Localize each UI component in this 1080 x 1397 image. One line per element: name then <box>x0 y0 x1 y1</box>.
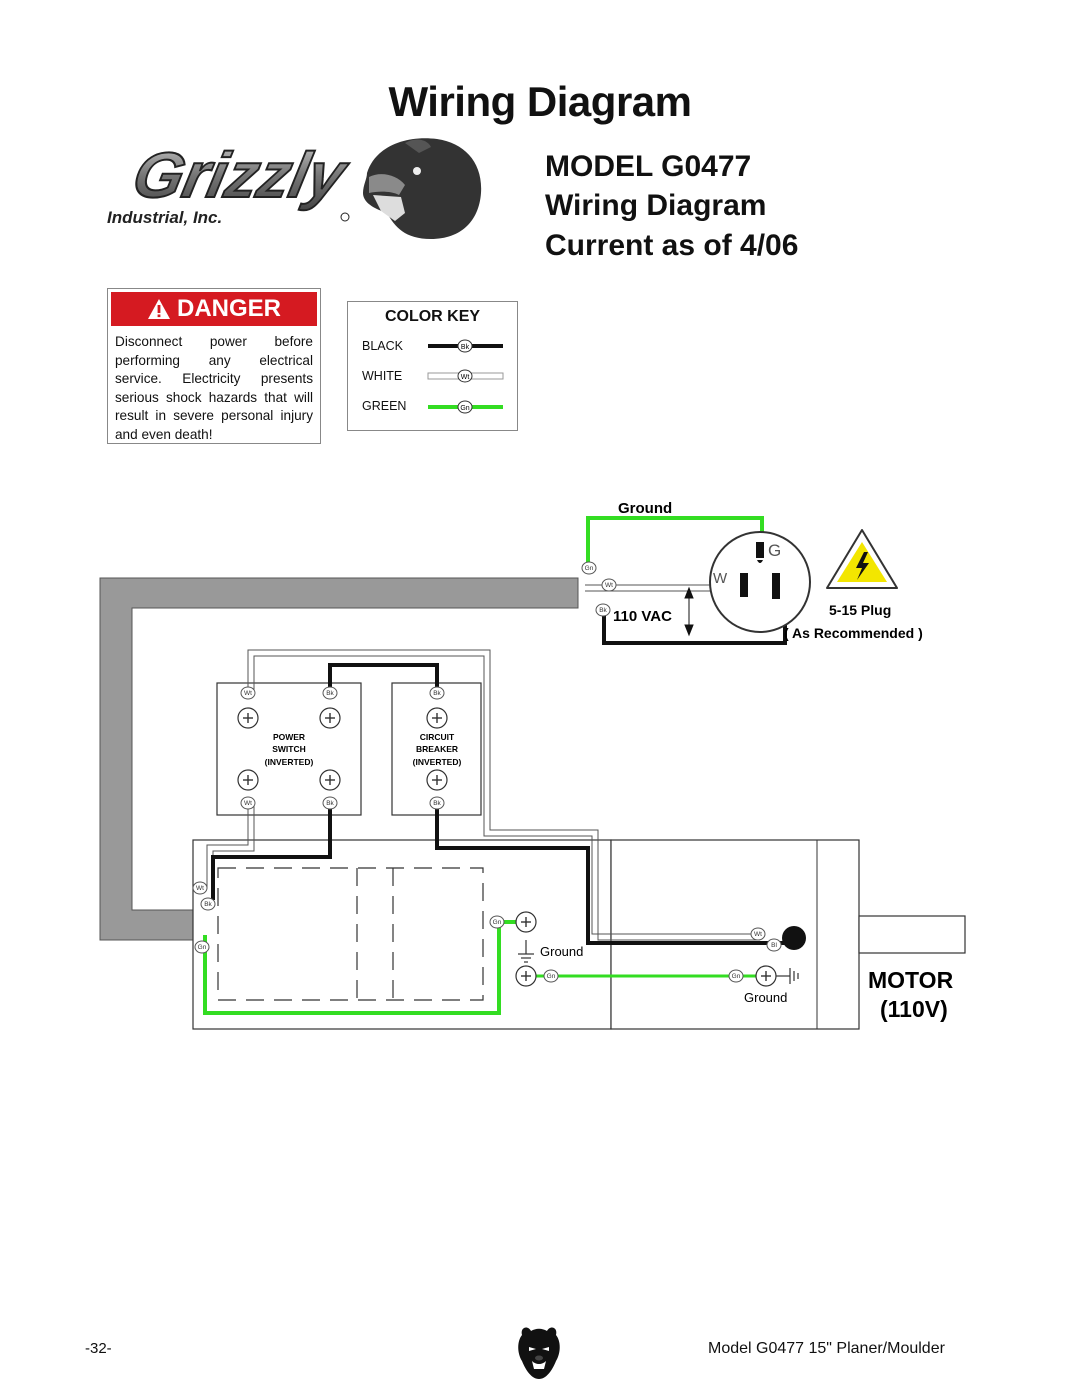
plug-label: 5-15 Plug <box>829 602 891 618</box>
power-cord <box>99 577 579 941</box>
wire-black-plug <box>602 610 787 645</box>
plug-note: ( As Recommended ) <box>784 625 923 641</box>
danger-text: Disconnect power before performing any e… <box>115 334 313 442</box>
svg-text:Wt: Wt <box>196 885 204 892</box>
color-key-title: COLOR KEY <box>384 308 481 325</box>
motor-voltage: (110V) <box>880 996 948 1022</box>
svg-text:Bk: Bk <box>326 800 334 807</box>
svg-text:Bk: Bk <box>326 690 334 697</box>
model-subtitle: Wiring Diagram <box>545 189 767 222</box>
page-title: Wiring Diagram <box>388 78 693 125</box>
bear-footer-icon <box>518 1327 560 1379</box>
bear-head-icon <box>363 138 482 239</box>
voltage-label: 110 VAC <box>613 608 672 625</box>
ground-mid-label: Ground <box>540 944 583 959</box>
svg-text:Bk: Bk <box>433 800 441 807</box>
svg-text:Gn: Gn <box>547 973 556 980</box>
svg-text:CIRCUIT: CIRCUIT <box>420 732 455 742</box>
wire-black-switch <box>211 808 332 900</box>
grizzly-wordmark: Grizzly <box>126 138 356 212</box>
svg-text:(INVERTED): (INVERTED) <box>413 757 462 767</box>
color-key-black-label: BLACK <box>362 339 403 353</box>
plug-g-label: G <box>768 541 781 560</box>
svg-text:SWITCH: SWITCH <box>272 744 306 754</box>
svg-text:Gn: Gn <box>585 565 594 572</box>
ground-motor-label: Ground <box>744 990 787 1005</box>
svg-text:Wt: Wt <box>605 582 613 589</box>
svg-text:Bl: Bl <box>771 942 777 949</box>
danger-heading: DANGER <box>176 295 281 322</box>
circuit-breaker-box <box>391 682 482 816</box>
svg-text:BREAKER: BREAKER <box>416 744 458 754</box>
footer-model-text: Model G0477 15" Planer/Moulder <box>708 1340 945 1357</box>
color-key-swatches: Bk Wt Gn <box>427 339 504 414</box>
plug-5-15-icon: G W <box>709 531 811 633</box>
voltage-arrow-icon <box>684 586 694 637</box>
svg-text:POWER: POWER <box>273 732 305 742</box>
svg-text:Grizzly: Grizzly <box>127 139 355 211</box>
svg-text:Bk: Bk <box>433 690 441 697</box>
page-number: -32- <box>85 1340 112 1357</box>
wire-black-breaker <box>435 808 792 945</box>
tag-gn: Gn <box>460 405 469 412</box>
color-key: COLOR KEY BLACK WHITE GREEN Bk Wt Gn <box>347 301 518 431</box>
machine-housing <box>192 839 612 1030</box>
model-date: Current as of 4/06 <box>545 229 799 262</box>
tag-wt: Wt <box>461 374 470 381</box>
svg-text:Wt: Wt <box>754 931 762 938</box>
motor-label: MOTOR <box>868 967 954 993</box>
grizzly-logo: Grizzly Industrial, Inc. <box>107 138 482 239</box>
svg-text:Gn: Gn <box>732 973 741 980</box>
ground-label: Ground <box>618 500 672 517</box>
svg-text:Industrial, Inc.: Industrial, Inc. <box>107 208 222 227</box>
svg-text:Gn: Gn <box>198 944 207 951</box>
color-key-white-label: WHITE <box>362 369 403 383</box>
inner-dashed-box <box>217 867 484 1001</box>
danger-header: DANGER <box>111 292 317 326</box>
svg-text:Wt: Wt <box>244 800 252 807</box>
circuit-breaker-label: CIRCUIT BREAKER (INVERTED) <box>413 732 462 767</box>
warning-triangle-icon <box>147 299 170 319</box>
motor-ground-symbol-icon <box>776 968 799 984</box>
svg-text:Bk: Bk <box>204 901 212 908</box>
motor-terminal <box>782 926 806 950</box>
power-switch-label: POWER SWITCH (INVERTED) <box>265 732 314 767</box>
model-number: MODEL G0477 <box>545 150 752 183</box>
svg-text:Bk: Bk <box>599 607 607 614</box>
wire-ground-machine <box>203 920 523 1015</box>
plug-w-label: W <box>713 570 728 587</box>
power-switch-box <box>216 682 362 816</box>
ground-symbol-icon <box>518 940 534 963</box>
wire-black-top <box>328 663 439 690</box>
tag-bk: Bk <box>461 344 470 351</box>
motor-shaft <box>858 915 966 954</box>
svg-text:(INVERTED): (INVERTED) <box>265 757 314 767</box>
danger-box: DANGER Disconnect power before performin… <box>107 288 321 444</box>
color-key-green-label: GREEN <box>362 399 407 413</box>
high-voltage-icon <box>826 529 898 589</box>
svg-text:Gn: Gn <box>493 919 502 926</box>
svg-text:Wt: Wt <box>244 690 252 697</box>
